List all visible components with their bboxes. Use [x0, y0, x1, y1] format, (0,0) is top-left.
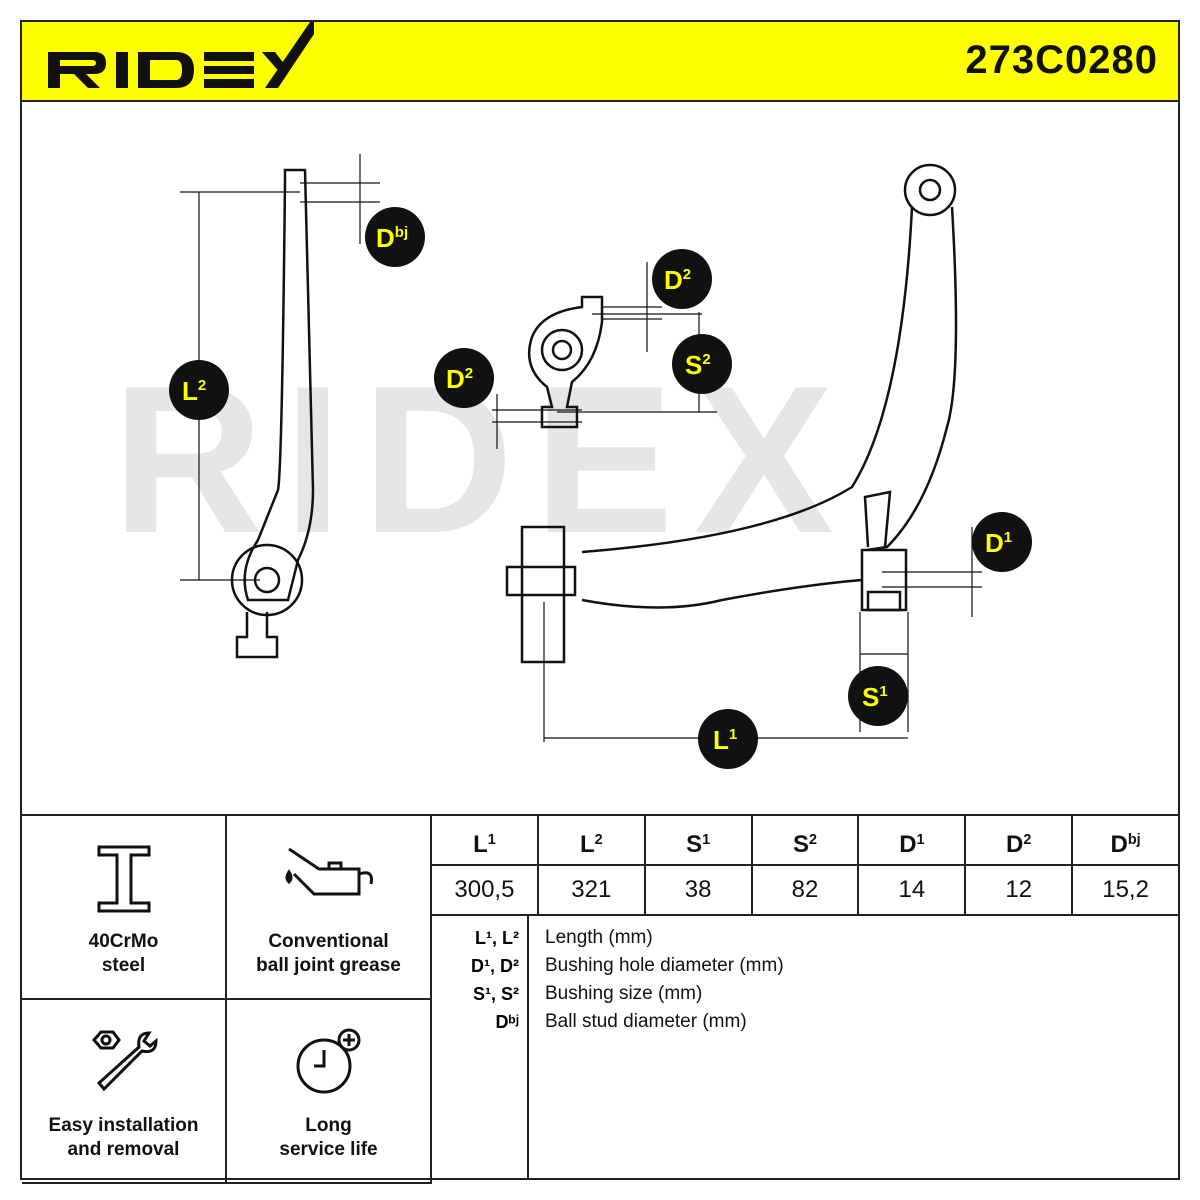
- col-header: D2: [966, 816, 1074, 864]
- spec-table: L1 L2 S1 S2 D1 D2 Dbj 300,5 321 38 82 14…: [432, 816, 1178, 1180]
- legend-desc: Bushing hole diameter (mm): [545, 955, 784, 976]
- svg-text:Dbj: Dbj: [376, 223, 408, 253]
- legend-key: L¹, L²: [475, 928, 519, 948]
- feature-installation: Easy installation and removal: [22, 1000, 227, 1184]
- dimension-lines: [180, 154, 982, 742]
- ridex-logo: [48, 22, 314, 88]
- feature-label: Easy installation: [48, 1115, 199, 1136]
- legend-key: D¹, D²: [471, 956, 519, 976]
- svg-text:L2: L2: [182, 376, 206, 406]
- label-dbj: Dbj: [365, 207, 425, 267]
- feature-label: Long: [305, 1115, 352, 1136]
- spec-value: 12: [966, 866, 1074, 914]
- svg-text:D1: D1: [985, 528, 1012, 558]
- feature-label: service life: [279, 1139, 378, 1160]
- legend-desc: Bushing size (mm): [545, 983, 703, 1004]
- label-s2: S2: [672, 334, 732, 394]
- legend-key: S¹, S²: [472, 984, 519, 1004]
- feature-label: 40CrMo: [88, 931, 159, 952]
- i-beam-icon: [97, 845, 150, 913]
- col-header: D1: [859, 816, 967, 864]
- svg-text:D2: D2: [664, 265, 691, 295]
- spec-value: 300,5: [432, 866, 539, 914]
- part-number: 273C0280: [965, 38, 1158, 82]
- header-bar: 273C0280: [22, 22, 1178, 102]
- svg-text:S2: S2: [685, 350, 711, 380]
- drawing-canvas: RIDEX Dbj: [112, 154, 1032, 769]
- spec-value-row: 300,5 321 38 82 14 12 15,2: [432, 866, 1178, 916]
- spec-value: 38: [646, 866, 753, 914]
- label-d1: D1: [972, 512, 1032, 572]
- oil-can-icon: [285, 847, 373, 896]
- feature-label: ball joint grease: [256, 955, 401, 976]
- spec-value: 14: [859, 866, 967, 914]
- svg-text:D2: D2: [446, 364, 473, 394]
- spec-value: 15,2: [1102, 876, 1149, 903]
- svg-text:S1: S1: [862, 682, 888, 712]
- svg-text:L1: L1: [713, 725, 737, 755]
- col-header: S1: [646, 816, 753, 864]
- technical-drawing: RIDEX Dbj: [22, 102, 1178, 814]
- feature-grease: Conventional ball joint grease: [227, 816, 432, 1000]
- feature-service-life: Long service life: [227, 1000, 432, 1184]
- spec-value: 82: [753, 866, 860, 914]
- col-header: L1: [432, 816, 539, 864]
- wrench-nut-icon: [91, 1030, 158, 1092]
- col-header: L2: [539, 816, 646, 864]
- spec-section: 40CrMo steel Conventional ball joint greas…: [22, 814, 1178, 1184]
- col-header: Dbj: [1110, 830, 1141, 858]
- feature-label: steel: [101, 955, 146, 976]
- control-arm-top-view: [505, 163, 958, 664]
- clock-plus-icon: [296, 1028, 360, 1094]
- label-d2-top: D2: [652, 249, 712, 309]
- label-l1: L1: [698, 709, 758, 769]
- legend: L¹, L² D¹, D² S¹, S² Dᵇʲ Length (mm) Bus…: [432, 916, 1178, 1180]
- legend-key: Dᵇʲ: [495, 1012, 519, 1032]
- spec-header-row: L1 L2 S1 S2 D1 D2 Dbj: [432, 816, 1178, 866]
- bushing-bracket: [527, 295, 604, 429]
- feature-label: and removal: [67, 1139, 180, 1160]
- legend-desc: Length (mm): [545, 927, 653, 948]
- feature-material: 40CrMo steel: [22, 816, 227, 1000]
- label-l2: L2: [169, 360, 229, 420]
- spec-value: 321: [539, 866, 646, 914]
- label-s1: S1: [848, 666, 908, 726]
- dimension-labels: Dbj L2 D2 S2 D2 D1 S1 L1: [169, 207, 1032, 769]
- legend-desc: Ball stud diameter (mm): [545, 1011, 747, 1032]
- feature-label: Conventional: [268, 931, 389, 952]
- col-header: S2: [753, 816, 860, 864]
- product-sheet: 273C0280 RIDEX: [20, 20, 1180, 1184]
- label-d2-left: D2: [434, 348, 494, 408]
